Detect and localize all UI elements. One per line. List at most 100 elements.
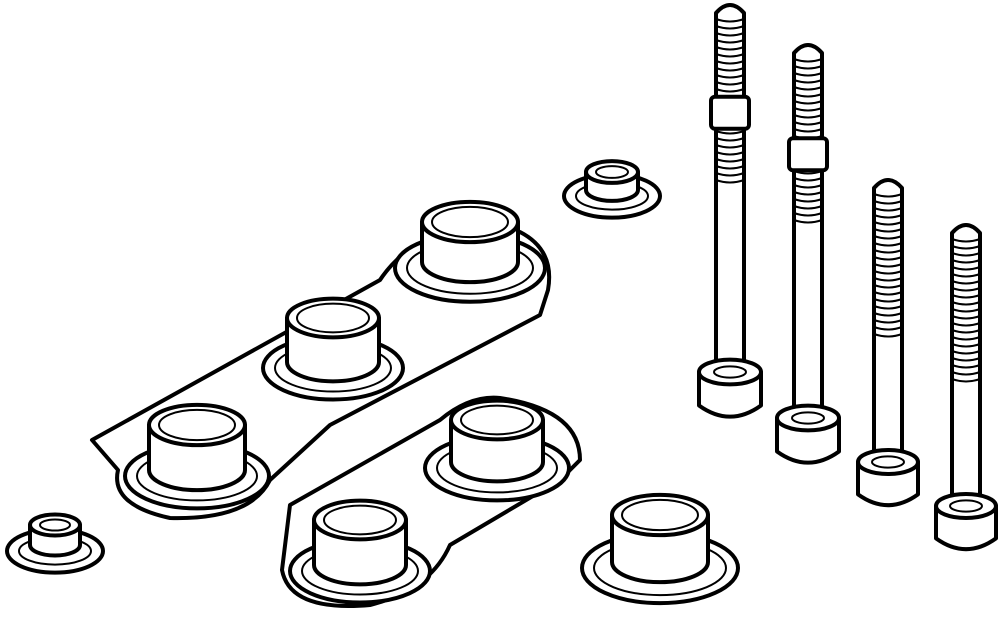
- bushing-top: [312, 498, 408, 542]
- thread-line: [951, 273, 981, 278]
- thread-line: [873, 270, 903, 275]
- thread-line: [873, 200, 903, 205]
- thread-line: [873, 326, 903, 331]
- thread-line: [951, 329, 981, 334]
- bushing-bore: [39, 518, 71, 532]
- thread-line: [873, 214, 903, 219]
- bushing-top: [285, 296, 381, 340]
- thread-line: [793, 72, 823, 77]
- screw-neck: [713, 365, 747, 379]
- thread-line: [873, 298, 903, 303]
- thread-line: [951, 238, 981, 243]
- thread-line: [873, 228, 903, 233]
- thread-line: [873, 312, 903, 317]
- thread-line: [873, 221, 903, 226]
- screw-head-top: [856, 448, 920, 476]
- thread-line: [793, 65, 823, 70]
- thread-line: [873, 319, 903, 324]
- screw-2: [775, 43, 841, 465]
- bushing-top: [147, 402, 247, 448]
- thread-line: [715, 179, 745, 184]
- gasket-plate-three: [90, 199, 552, 521]
- thread-line: [873, 263, 903, 268]
- thread-line: [793, 100, 823, 105]
- thread-line: [873, 305, 903, 310]
- thread-line: [951, 378, 981, 383]
- thread-line: [951, 245, 981, 250]
- thread-line: [793, 114, 823, 119]
- thread-line: [715, 130, 745, 135]
- thread-line: [715, 165, 745, 170]
- thread-line: [715, 18, 745, 23]
- thread-line: [793, 198, 823, 203]
- thread-line: [793, 205, 823, 210]
- screw-head-top: [697, 357, 763, 387]
- bushing-bore: [323, 504, 397, 536]
- screw-3: [856, 178, 920, 508]
- thread-line: [873, 256, 903, 261]
- thread-line: [873, 284, 903, 289]
- thread-line: [715, 81, 745, 86]
- screw-collar: [709, 94, 751, 131]
- thread-line: [793, 191, 823, 196]
- thread-line: [951, 308, 981, 313]
- screw-head-top: [934, 492, 998, 520]
- thread-line: [715, 151, 745, 156]
- thread-line: [951, 357, 981, 362]
- thread-line: [951, 371, 981, 376]
- bushing-bore: [621, 498, 699, 532]
- screw-neck: [791, 411, 825, 425]
- thread-line: [715, 144, 745, 149]
- washer-bushing-large: [580, 492, 740, 606]
- screw-neck: [871, 455, 905, 469]
- bushing-bore: [431, 205, 509, 239]
- thread-line: [951, 322, 981, 327]
- thread-line: [951, 266, 981, 271]
- thread-line: [793, 212, 823, 217]
- thread-line: [951, 336, 981, 341]
- thread-line: [951, 315, 981, 320]
- thread-line: [715, 88, 745, 93]
- thread-line: [873, 333, 903, 338]
- thread-line: [873, 193, 903, 198]
- screw-shaft: [950, 223, 982, 508]
- bushing-top: [449, 398, 545, 442]
- thread-line: [793, 128, 823, 133]
- thread-line: [793, 219, 823, 224]
- thread-line: [715, 32, 745, 37]
- screw-neck: [949, 499, 983, 513]
- gasket-plate-two: [280, 395, 582, 608]
- thread-line: [715, 25, 745, 30]
- thread-line: [715, 60, 745, 65]
- bushing-bore: [460, 404, 534, 436]
- bushing-top: [28, 512, 82, 538]
- thread-line: [873, 277, 903, 282]
- thread-line: [715, 158, 745, 163]
- thread-line: [715, 53, 745, 58]
- thread-line: [793, 107, 823, 112]
- thread-line: [951, 259, 981, 264]
- screw-shaft: [792, 43, 824, 420]
- washer-bushing-small-top: [562, 159, 662, 220]
- bushing-top: [420, 199, 520, 245]
- screw-1: [697, 3, 763, 419]
- thread-line: [715, 74, 745, 79]
- thread-line: [951, 343, 981, 348]
- bushing-bore: [296, 302, 370, 334]
- thread-line: [873, 249, 903, 254]
- thread-line: [715, 46, 745, 51]
- screw-4: [934, 223, 998, 552]
- washer-bushing-small-left: [5, 512, 105, 575]
- thread-line: [715, 39, 745, 44]
- thread-line: [793, 177, 823, 182]
- thread-line: [873, 291, 903, 296]
- thread-line: [793, 86, 823, 91]
- thread-line: [715, 67, 745, 72]
- bushing-top: [610, 492, 710, 538]
- thread-line: [715, 137, 745, 142]
- bushing-top: [584, 159, 640, 185]
- thread-line: [873, 235, 903, 240]
- screw-collar: [787, 136, 829, 173]
